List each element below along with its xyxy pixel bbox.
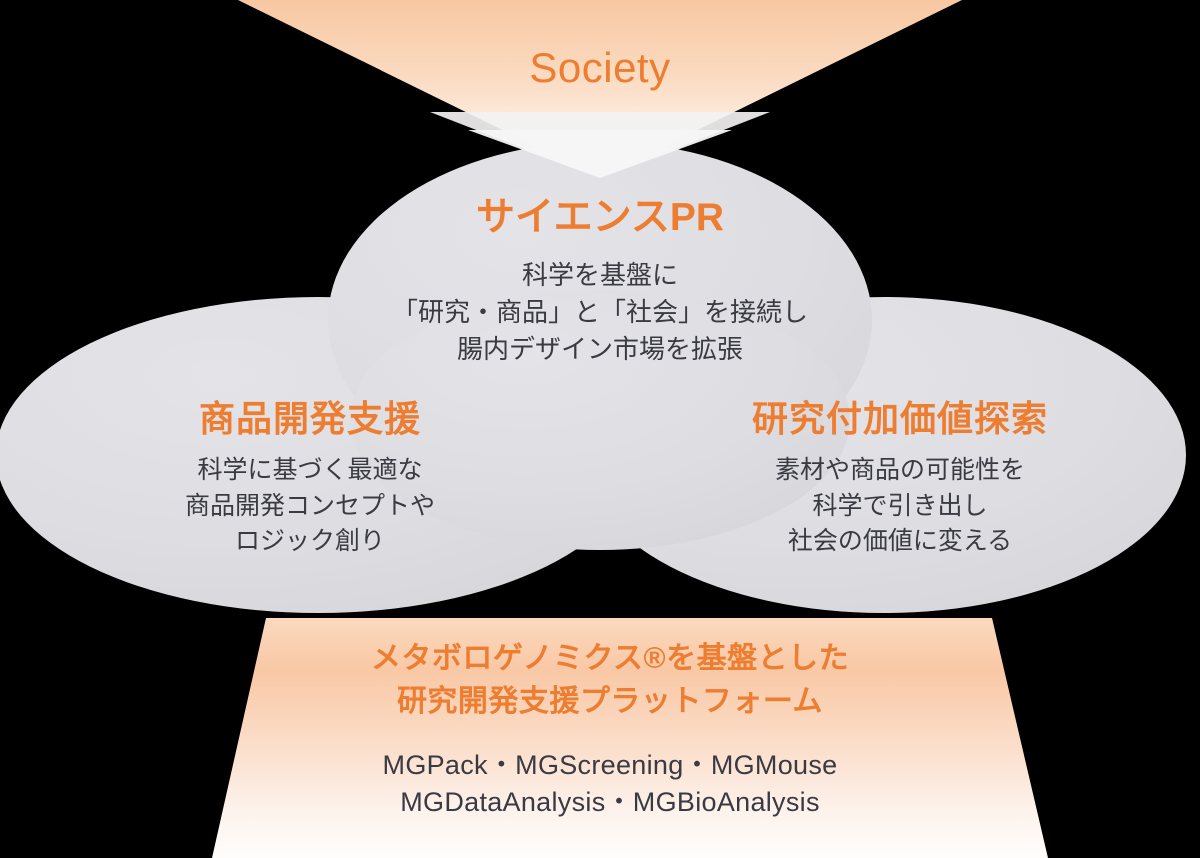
left-cloud-body: 科学に基づく最適な 商品開発コンセプトや ロジック創り (60, 453, 560, 560)
right-cloud-text: 研究付加価値探索 素材や商品の可能性を 科学で引き出し 社会の価値に変える (650, 398, 1150, 560)
platform-product-line: MGPack・MGScreening・MGMouse (382, 750, 838, 781)
right-cloud-title: 研究付加価値探索 (751, 398, 1048, 439)
platform-product-line: MGDataAnalysis・MGBioAnalysis (400, 787, 820, 818)
center-cloud-text: サイエンスPR 科学を基盤に 「研究・商品」と「社会」を接続し 腸内デザイン市場… (300, 196, 900, 368)
cloud-center-lower-shape (350, 290, 850, 550)
platform-title-line: メタボロゲノミクス®を基盤とした (370, 642, 850, 675)
platform-trapezoid-shape (212, 618, 1048, 858)
society-funnel-shape (238, 0, 962, 178)
center-cloud-body-line: 腸内デザイン市場を拡張 (456, 333, 743, 364)
center-cloud-body: 科学を基盤に 「研究・商品」と「社会」を接続し 腸内デザイン市場を拡張 (300, 257, 900, 368)
platform-products: MGPack・MGScreening・MGMouse MGDataAnalysi… (280, 747, 940, 822)
left-cloud-text: 商品開発支援 科学に基づく最適な 商品開発コンセプトや ロジック創り (60, 398, 560, 560)
platform-title: メタボロゲノミクス®を基盤とした 研究開発支援プラットフォーム (280, 638, 940, 723)
right-cloud-body-line: 素材や商品の可能性を (774, 456, 1025, 485)
left-cloud-title: 商品開発支援 (198, 398, 421, 439)
left-cloud-body-line: ロジック創り (234, 527, 385, 556)
center-cloud-body-line: 科学を基盤に (521, 259, 678, 290)
right-cloud-body-line: 社会の価値に変える (787, 527, 1013, 556)
left-cloud-body-line: 科学に基づく最適な (197, 456, 423, 485)
left-cloud-body-line: 商品開発コンセプトや (184, 491, 435, 520)
platform-title-line: 研究開発支援プラットフォーム (396, 684, 824, 718)
platform-text: メタボロゲノミクス®を基盤とした 研究開発支援プラットフォーム MGPack・M… (280, 638, 940, 822)
right-cloud-body: 素材や商品の可能性を 科学で引き出し 社会の価値に変える (650, 453, 1150, 560)
right-cloud-body-line: 科学で引き出し (812, 491, 988, 520)
society-funnel-tip-overlay-2 (468, 130, 732, 178)
society-label: Society (529, 44, 671, 91)
center-cloud-title: サイエンスPR (475, 196, 724, 239)
center-cloud-body-line: 「研究・商品」と「社会」を接続し (391, 296, 808, 327)
